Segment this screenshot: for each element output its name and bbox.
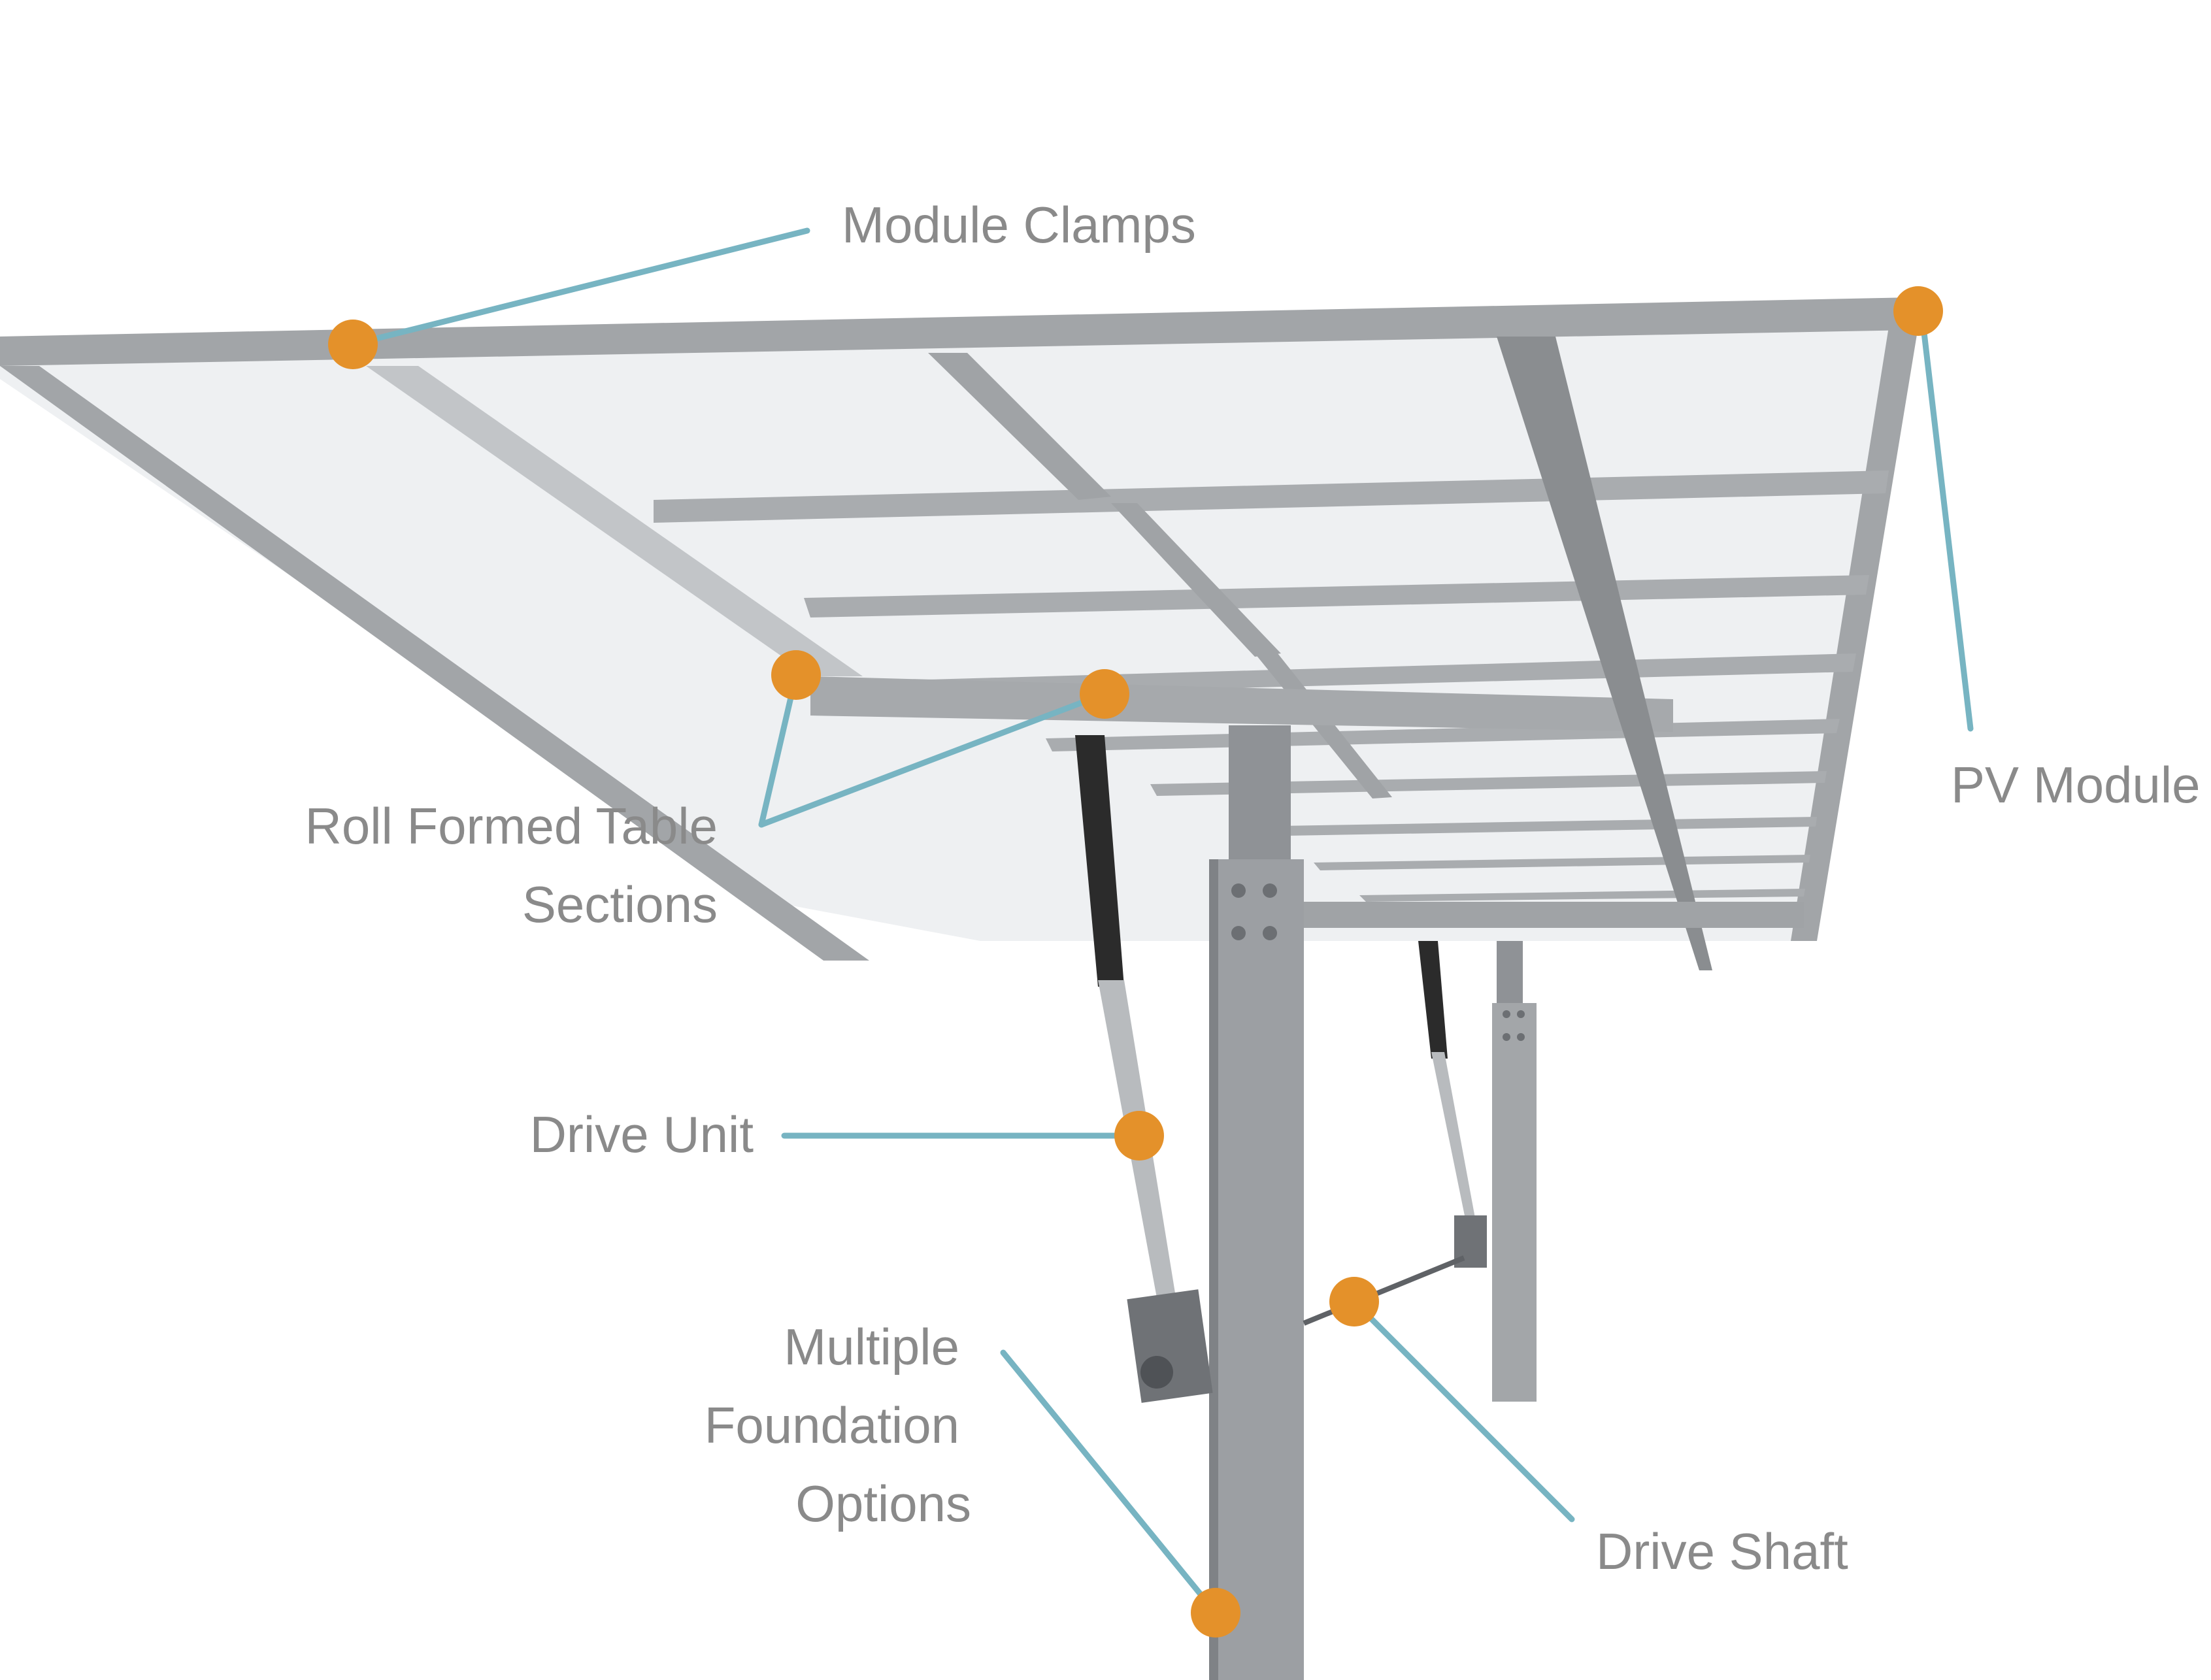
callout-line-drive-shaft xyxy=(1351,1298,1575,1523)
label-foundation-line3: Options xyxy=(795,1475,971,1532)
dot-roll-formed-right xyxy=(1080,669,1129,719)
post-top xyxy=(1229,725,1291,859)
label-pv-module: PV Module xyxy=(1951,756,2201,814)
drive-shaft xyxy=(1303,1255,1465,1326)
callout-line-foundation xyxy=(1000,1349,1219,1616)
callout-line-module-clamps xyxy=(350,227,810,348)
label-foundation-line1: Multiple xyxy=(784,1318,959,1375)
label-roll-formed-line1: Roll Formed Table xyxy=(305,797,718,855)
dot-drive-unit xyxy=(1114,1111,1164,1161)
main-post xyxy=(1209,859,1304,1680)
frame-rail-front xyxy=(0,297,1915,366)
table-beam-lower xyxy=(1216,902,1804,928)
dot-roll-formed-left xyxy=(771,650,821,700)
dot-drive-shaft xyxy=(1329,1277,1379,1326)
label-drive-shaft: Drive Shaft xyxy=(1596,1523,1848,1580)
callout-line-pv-module xyxy=(1918,307,1974,732)
drive-unit-secondary xyxy=(1418,941,1487,1268)
roll-formed-beam-left xyxy=(366,366,863,676)
post-bolts xyxy=(1231,883,1277,940)
rear-post xyxy=(1492,1003,1537,1402)
roll-formed-beam-cross xyxy=(810,676,1673,732)
dot-foundation xyxy=(1191,1588,1240,1638)
tracker-illustration xyxy=(0,297,1918,1680)
callout-line-roll-formed-left xyxy=(758,672,799,828)
dot-pv-module xyxy=(1893,286,1943,336)
callout-lines xyxy=(350,227,1974,1616)
rear-post-top xyxy=(1497,941,1523,1013)
pv-module-surface xyxy=(0,314,1915,941)
dot-module-clamps xyxy=(328,320,378,369)
callout-line-roll-formed-right xyxy=(758,691,1108,828)
label-roll-formed-line2: Sections xyxy=(522,876,718,933)
label-drive-unit: Drive Unit xyxy=(529,1106,754,1163)
label-module-clamps: Module Clamps xyxy=(842,196,1196,254)
frame-rail-left xyxy=(0,366,869,961)
callout-dots xyxy=(328,286,1943,1638)
label-foundation-line2: Foundation xyxy=(704,1396,959,1454)
roll-formed-beam-right xyxy=(1497,337,1712,970)
